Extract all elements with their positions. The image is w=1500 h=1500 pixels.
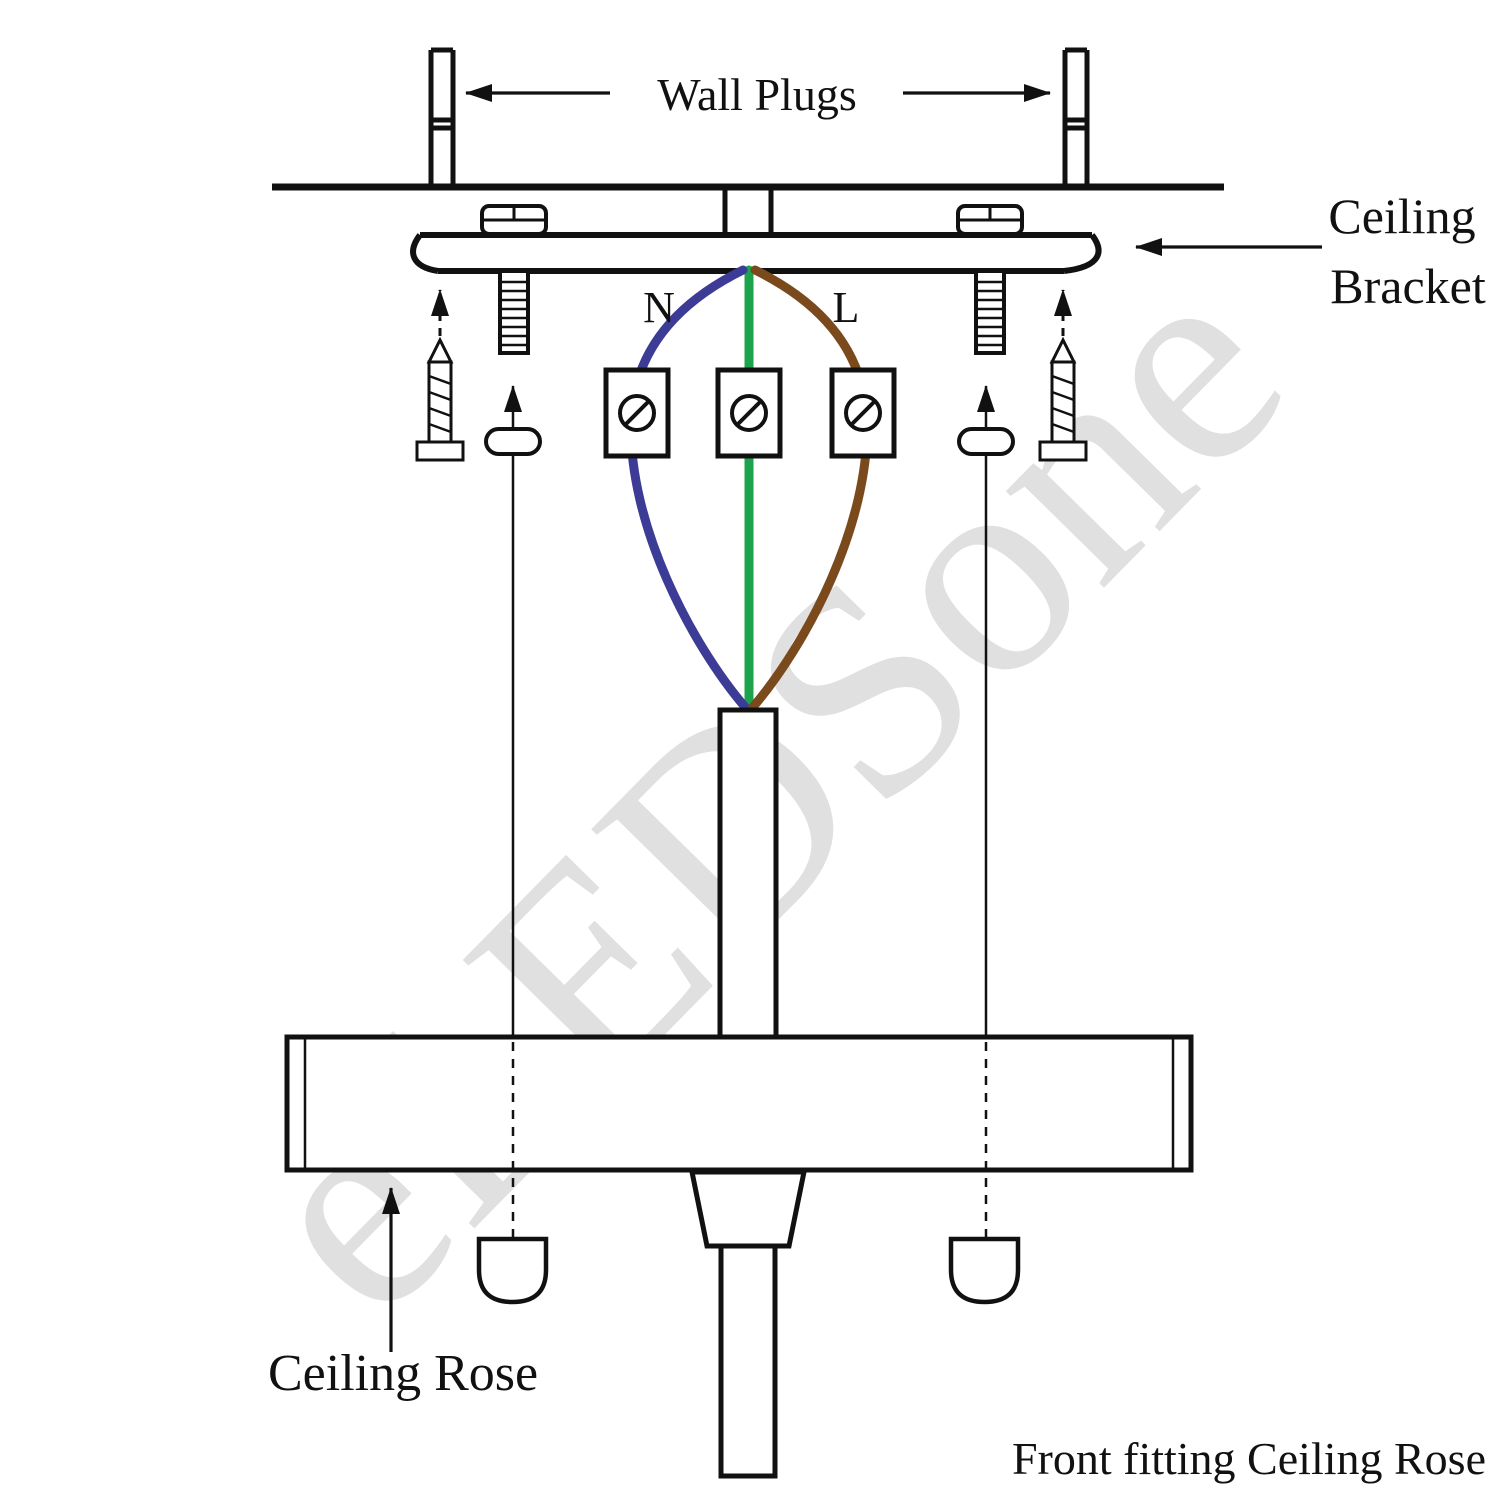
fixing-slot-left bbox=[484, 427, 542, 456]
fixing-slot-right bbox=[957, 427, 1015, 456]
pendant-stem bbox=[718, 1243, 778, 1479]
wire-neutral-label: N bbox=[643, 283, 675, 332]
terminal-block-earth bbox=[715, 367, 783, 459]
ceiling-bracket-label-line1: Ceiling bbox=[1328, 188, 1475, 244]
terminal-block-live bbox=[829, 367, 897, 459]
wire-live-label: L bbox=[833, 283, 860, 332]
bracket-screw-left bbox=[480, 204, 548, 355]
caption-text: Front fitting Ceiling Rose bbox=[1012, 1433, 1486, 1484]
wall-plug-left bbox=[428, 47, 456, 184]
ceiling-bracket-label-line2: Bracket bbox=[1330, 258, 1486, 314]
cap-nut-right bbox=[948, 1236, 1021, 1305]
bracket-screw-right bbox=[956, 204, 1024, 355]
ceiling-rose-label: Ceiling Rose bbox=[268, 1345, 538, 1402]
fixing-screw-left bbox=[415, 289, 465, 462]
wall-plugs-label: Wall Plugs bbox=[657, 69, 856, 120]
cap-nut-left bbox=[476, 1236, 549, 1305]
wall-plug-right bbox=[1062, 47, 1090, 184]
fixing-screw-right bbox=[1038, 289, 1088, 462]
ceiling-rose-plate bbox=[284, 1034, 1194, 1173]
cable-sleeve bbox=[717, 707, 779, 1040]
stem-cone bbox=[688, 1169, 808, 1249]
terminal-block-neutral bbox=[603, 367, 671, 459]
